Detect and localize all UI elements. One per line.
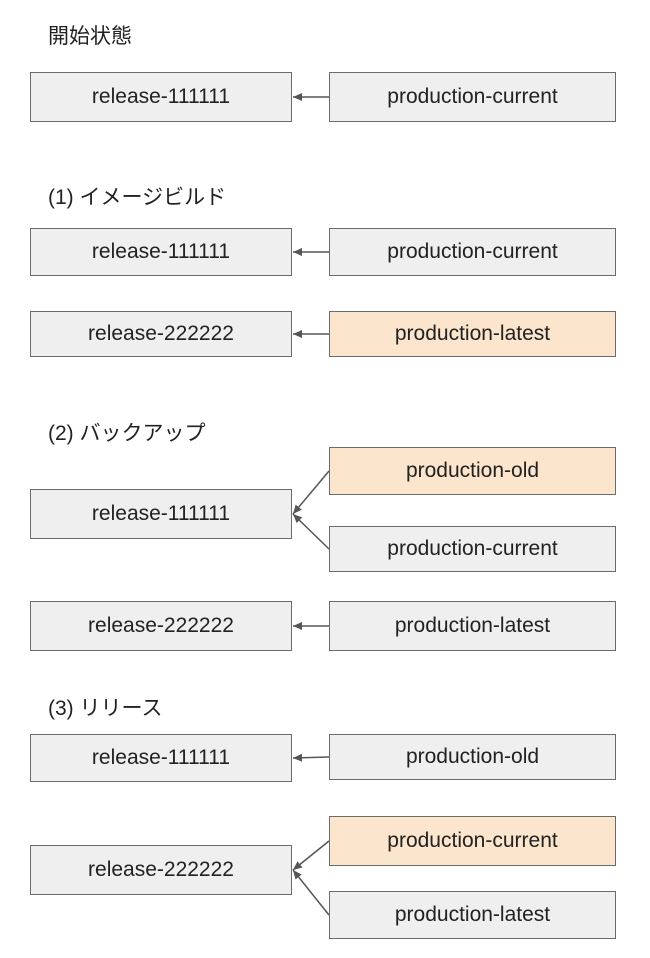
pointer-box-production-old: production-old <box>329 734 616 780</box>
pointer-box-production-old: production-old <box>329 447 616 495</box>
stage-title: (3) リリース <box>48 697 163 720</box>
release-box-release-222222: release-222222 <box>30 845 292 895</box>
pointer-box-production-current: production-current <box>329 526 616 572</box>
release-box-release-222222: release-222222 <box>30 311 292 357</box>
release-box-release-111111: release-111111 <box>30 72 292 122</box>
stage-title: (2) バックアップ <box>48 422 206 445</box>
stage-title: (1) イメージビルド <box>48 186 227 209</box>
release-box-release-222222: release-222222 <box>30 601 292 651</box>
arrow-production-current-to-release-111111 <box>292 513 330 550</box>
arrow-production-old-to-release-111111 <box>292 753 330 762</box>
arrow-production-old-to-release-111111 <box>292 470 330 515</box>
pointer-box-production-latest: production-latest <box>329 311 616 357</box>
release-box-release-111111: release-111111 <box>30 228 292 276</box>
pointer-box-production-current: production-current <box>329 228 616 276</box>
arrow-production-latest-to-release-222222 <box>292 869 330 916</box>
release-box-release-111111: release-111111 <box>30 489 292 539</box>
release-box-release-111111: release-111111 <box>30 734 292 782</box>
pointer-box-production-latest: production-latest <box>329 601 616 651</box>
pointer-box-production-current: production-current <box>329 72 616 122</box>
stage-title: 開始状態 <box>48 25 132 48</box>
pointer-box-production-current: production-current <box>329 816 616 866</box>
pointer-box-production-latest: production-latest <box>329 891 616 939</box>
arrow-production-current-to-release-222222 <box>292 840 330 871</box>
